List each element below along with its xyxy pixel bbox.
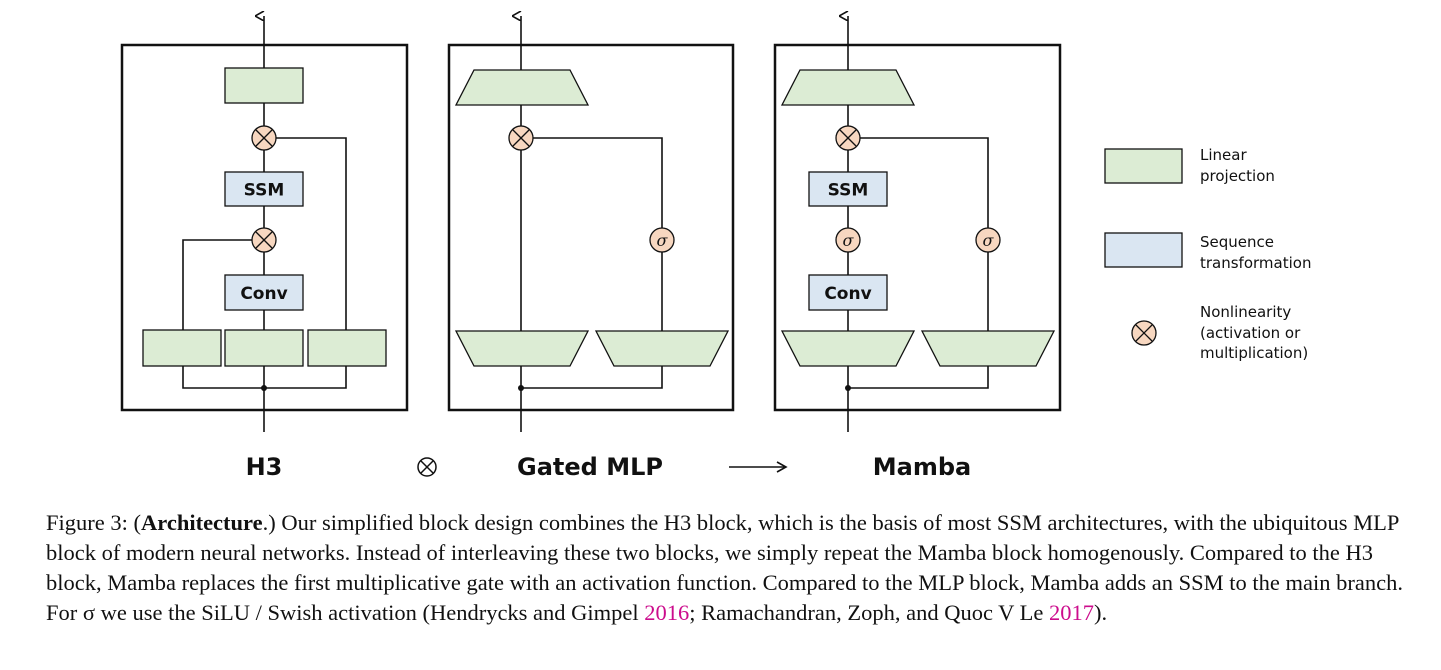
gated-mlp-fanout [520, 366, 663, 389]
caption-body: .) Our simplified block design combines … [46, 510, 1403, 625]
h3-input-linear-left [142, 329, 222, 367]
gated-mlp-junction-dot [518, 385, 524, 391]
combine-operator [417, 457, 437, 477]
becomes-arrow [729, 461, 788, 473]
gated-mlp-input-up-projection-left [454, 330, 590, 367]
legend-linear-swatch [1104, 148, 1183, 184]
mamba-input-up-projection-left [780, 330, 916, 367]
h3-title: H3 [246, 453, 283, 481]
h3-multiply-gate-upper [251, 125, 277, 151]
figure-caption: Figure 3: (Architecture.) Our simplified… [46, 508, 1406, 628]
mamba-fanout [847, 366, 989, 389]
citation-link-ramachandran[interactable]: 2017 [1049, 600, 1094, 625]
h3-right-branch [276, 137, 347, 330]
h3-ssm-box [224, 171, 304, 207]
legend-nonlinearity: Nonlinearity (activation or multiplicati… [1131, 303, 1308, 362]
gated-mlp-frame [447, 43, 735, 412]
gated-mlp-sigma-activation: σ [649, 227, 675, 253]
h3-input-linear-middle [224, 329, 304, 367]
h3-junction-dot [261, 385, 267, 391]
h3-conv-label: Conv [240, 284, 287, 304]
gated-mlp-block: σ Gated MLP [447, 16, 735, 481]
gated-mlp-input-up-projection-right [594, 330, 730, 367]
h3-conv-box [224, 274, 304, 311]
mamba-ssm-box [808, 171, 888, 207]
citation-link-hendrycks[interactable]: 2016 [644, 600, 690, 625]
h3-block: SSM Conv H3 [120, 16, 409, 481]
h3-input-linear-right [307, 329, 387, 367]
legend-nonlinearity-line3: multiplication) [1200, 344, 1308, 362]
mamba-sigma-activation-main: σ [835, 227, 861, 253]
gated-mlp-output-down-projection [454, 69, 590, 106]
mamba-conv-label: Conv [824, 284, 871, 304]
legend-linear-line2: projection [1200, 167, 1275, 185]
legend-linear-line1: Linear [1200, 146, 1247, 164]
gated-mlp-sigma-label: σ [657, 231, 669, 250]
legend-nonlinearity-line1: Nonlinearity [1200, 303, 1291, 321]
mamba-sigma-label-main: σ [843, 231, 855, 250]
legend: Linear projection Sequence transformatio… [1104, 146, 1311, 362]
mamba-output-down-projection [780, 69, 916, 106]
legend-sequence-line1: Sequence [1200, 233, 1274, 251]
legend-sequence-transformation: Sequence transformation [1104, 232, 1311, 272]
mamba-ssm-label: SSM [828, 181, 869, 201]
architecture-diagram: SSM Conv H3 [120, 0, 1311, 481]
legend-sequence-line2: transformation [1200, 254, 1311, 272]
mamba-multiply-gate [835, 125, 861, 151]
legend-nonlinearity-line2: (activation or [1200, 324, 1301, 342]
caption-end: ). [1094, 600, 1108, 625]
mamba-conv-box [808, 274, 888, 311]
mamba-junction-dot [845, 385, 851, 391]
mamba-sigma-label-gate: σ [983, 231, 995, 250]
mamba-title: Mamba [873, 453, 971, 481]
gated-mlp-multiply-gate [508, 125, 534, 151]
mamba-frame [773, 43, 1062, 412]
caption-mid: ; Ramachandran, Zoph, and Quoc V Le [689, 600, 1049, 625]
h3-output-linear [224, 67, 304, 104]
caption-prefix: Figure 3: ( [46, 510, 141, 535]
h3-left-branch [182, 239, 252, 330]
h3-ssm-label: SSM [244, 181, 285, 201]
mamba-input-up-projection-right [920, 330, 1056, 367]
mamba-sigma-activation-gate: σ [975, 227, 1001, 253]
legend-multiply-icon [1131, 320, 1157, 346]
mamba-block: SSM Conv σ σ Mamba [773, 16, 1062, 481]
h3-multiply-gate-lower [251, 227, 277, 253]
gated-mlp-title: Gated MLP [517, 453, 663, 481]
legend-sequence-swatch [1104, 232, 1183, 268]
caption-bold-term: Architecture [141, 510, 263, 535]
legend-linear-projection: Linear projection [1104, 146, 1275, 185]
